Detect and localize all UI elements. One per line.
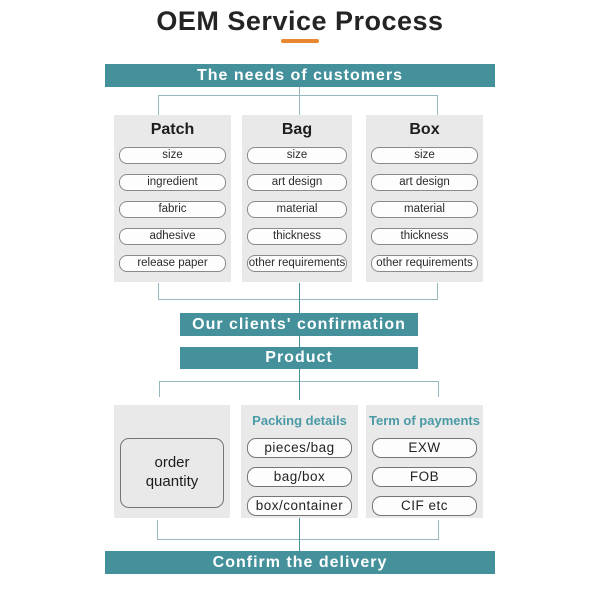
panel-packing-details: Packing details pieces/bag bag/box box/c…	[241, 405, 358, 518]
connector-line	[159, 381, 160, 397]
packing-item: bag/box	[247, 467, 352, 487]
packing-item: box/container	[247, 496, 352, 516]
order-quantity-label: order quantity	[145, 454, 199, 490]
connector-line	[299, 381, 300, 400]
order-quantity-box: order quantity	[120, 438, 224, 508]
connector-line	[299, 95, 300, 115]
payment-item: EXW	[372, 438, 477, 458]
connector-line	[299, 518, 300, 539]
title-underline	[281, 39, 319, 43]
spec-item: size	[371, 147, 478, 164]
spec-item: size	[119, 147, 226, 164]
column-bag: Bag size art design material thickness o…	[242, 115, 352, 282]
packing-item: pieces/bag	[247, 438, 352, 458]
column-title: Box	[409, 121, 440, 138]
connector-line	[438, 520, 439, 539]
spec-item: size	[247, 147, 347, 164]
connector-line	[437, 283, 438, 300]
connector-line	[438, 381, 439, 397]
banner-needs-of-customers: The needs of customers	[105, 64, 495, 87]
connector-line	[158, 299, 438, 300]
page-title: OEM Service Process	[156, 6, 444, 36]
banner-confirm-delivery: Confirm the delivery	[105, 551, 495, 574]
spec-item: other requirements	[371, 255, 478, 272]
connector-line	[157, 520, 158, 539]
spec-item: art design	[247, 174, 347, 191]
spec-item: thickness	[247, 228, 347, 245]
connector-line	[158, 95, 159, 115]
connector-line	[158, 95, 438, 96]
connector-line	[299, 539, 300, 551]
connector-line	[437, 95, 438, 115]
banner-clients-confirmation: Our clients' confirmation	[180, 313, 418, 336]
packing-details-title: Packing details	[252, 413, 347, 428]
connector-line	[299, 87, 300, 95]
term-of-payments-title: Term of payments	[368, 413, 480, 428]
spec-item: material	[371, 201, 478, 218]
connector-line	[299, 336, 300, 347]
spec-item: ingredient	[119, 174, 226, 191]
column-box: Box size art design material thickness o…	[366, 115, 483, 282]
payment-item: CIF etc	[372, 496, 477, 516]
connector-line	[157, 539, 439, 540]
spec-item: thickness	[371, 228, 478, 245]
panel-order-quantity: order quantity	[114, 405, 230, 518]
connector-line	[299, 369, 300, 382]
spec-item: adhesive	[119, 228, 226, 245]
banner-product: Product	[180, 347, 418, 369]
connector-line	[158, 283, 159, 300]
spec-item: fabric	[119, 201, 226, 218]
spec-item: art design	[371, 174, 478, 191]
panel-term-of-payments: Term of payments EXW FOB CIF etc	[366, 405, 483, 518]
connector-line	[299, 283, 300, 313]
payment-item: FOB	[372, 467, 477, 487]
column-title: Patch	[150, 121, 195, 138]
spec-item: release paper	[119, 255, 226, 272]
column-patch: Patch size ingredient fabric adhesive re…	[114, 115, 231, 282]
column-title: Bag	[281, 121, 313, 138]
spec-item: other requirements	[247, 255, 347, 272]
spec-item: material	[247, 201, 347, 218]
